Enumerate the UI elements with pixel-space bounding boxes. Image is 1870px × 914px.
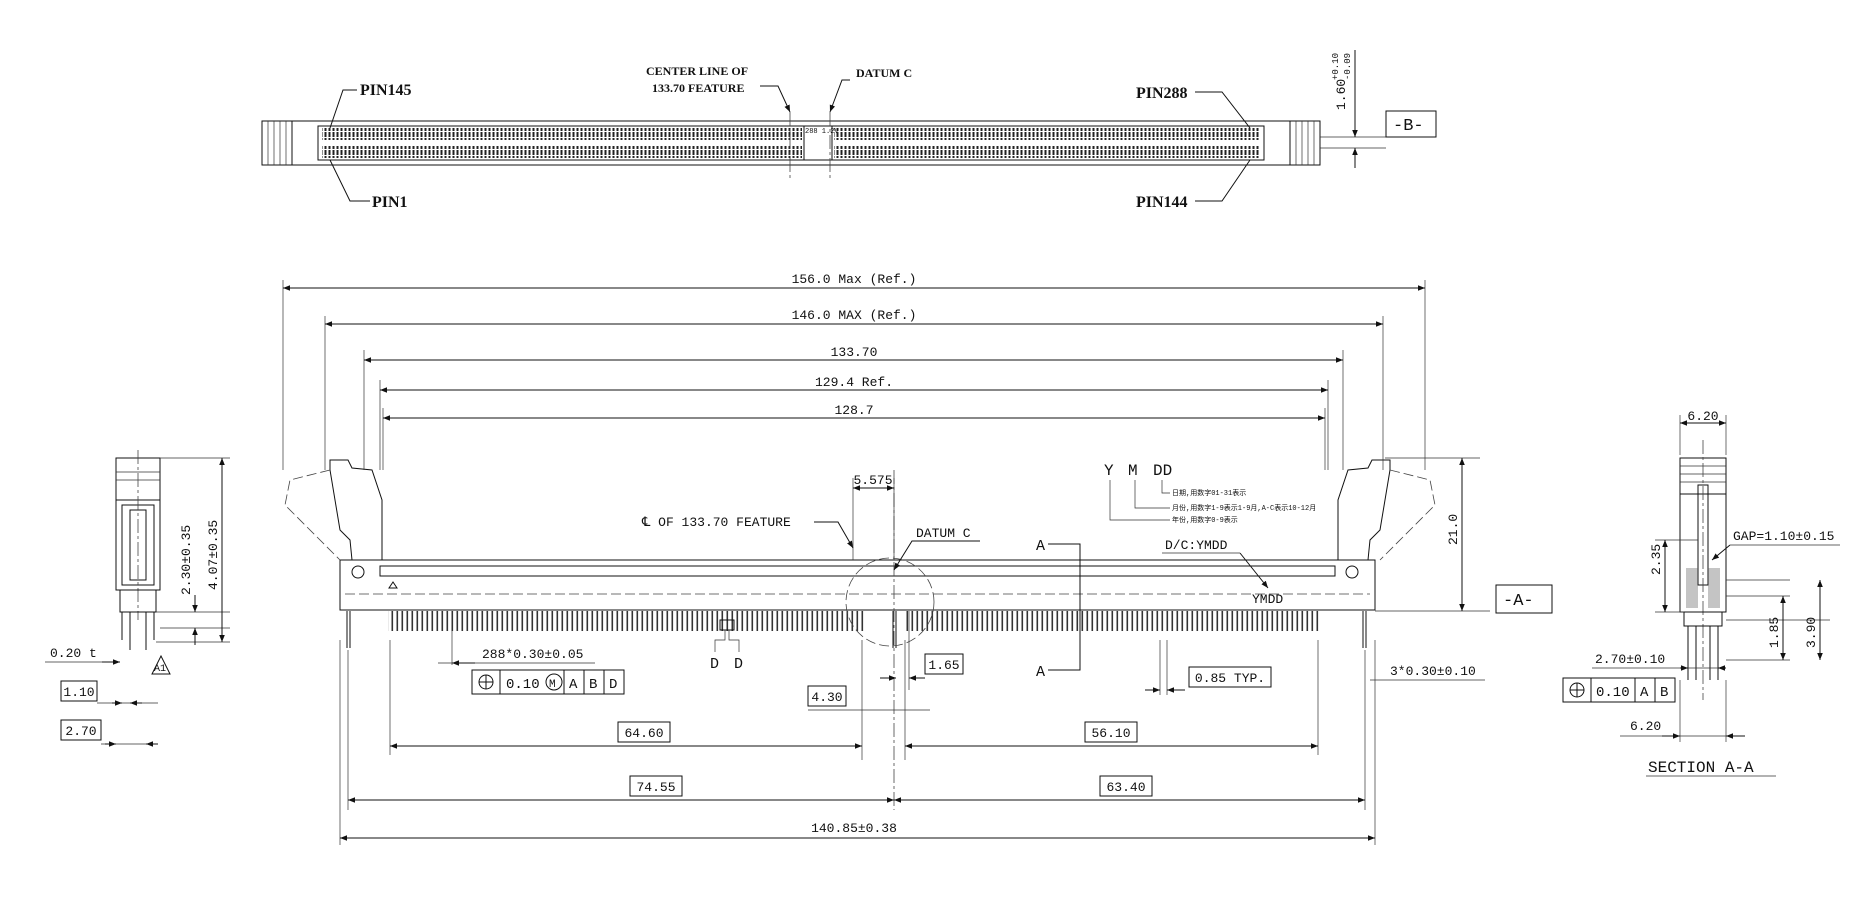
section-tol-ref-b: B (1660, 685, 1668, 701)
dim-74-55-label: 74.55 (636, 780, 675, 795)
tolerance-frame-front: 0.10 M A B D (471, 669, 625, 695)
center-line-label-1: CENTER LINE OF (646, 64, 748, 78)
top-connector-body (261, 120, 1321, 166)
dim-64-60-label: 64.60 (624, 726, 663, 741)
section-title: SECTION A-A (1648, 759, 1754, 777)
pin288-label: PIN288 (1136, 85, 1188, 102)
dim-128-7-label: 128.7 (834, 403, 873, 418)
top-view: 288 1.2V PIN145 PIN1 PIN288 PIN144 CENTE… (261, 50, 1437, 211)
pin-row-right (905, 611, 1320, 631)
date-code-y: Y (1104, 462, 1114, 480)
datum-b-label: -B- (1393, 117, 1424, 136)
right-hole (1345, 565, 1359, 579)
section-dim-6-20-bottom: 6.20 (1630, 719, 1661, 734)
thickness-value: 1.60 (1334, 79, 1349, 110)
side-dim-2-70-label: 2.70 (65, 724, 96, 739)
ymdd-marking: YMDD (1252, 592, 1283, 607)
dim-140-85-label: 140.85±0.38 (811, 821, 897, 836)
top-datum-c-label: DATUM C (856, 66, 912, 80)
section-mark-bottom: A (1036, 664, 1045, 681)
pin1-label: PIN1 (372, 194, 408, 211)
dim-0-85-label: 0.85 TYP. (1195, 671, 1265, 686)
thickness-tol-minus: -0.09 (1343, 53, 1353, 80)
revision-triangle (151, 654, 171, 675)
datum-a-frame (1495, 584, 1553, 614)
center-mark-text: 288 1.2V (805, 128, 839, 136)
side-dim-1-10-label: 1.10 (63, 685, 94, 700)
cl-feature-label: ℄ OF 133.70 FEATURE (641, 515, 791, 530)
date-code-dd: DD (1153, 462, 1172, 480)
center-line-label-2: 133.70 FEATURE (652, 81, 744, 95)
dim-5-575-label: 5.575 (853, 473, 892, 488)
date-note-y: 年份,用数字0-9表示 (1172, 515, 1238, 525)
date-note-dd: 日期,用数字01-31表示 (1172, 488, 1246, 498)
section-mark-top: A (1036, 538, 1045, 555)
section-dim-3-90: 3.90 (1804, 617, 1819, 648)
section-dim-2-70: 2.70±0.10 (1595, 652, 1665, 667)
section-view: 6.20 GAP=1.10±0.15 2.35 1.85 3.90 2.70±0… (1562, 409, 1840, 777)
pin144-label: PIN144 (1136, 194, 1188, 211)
datum-b-frame (1385, 110, 1437, 138)
pin145-label: PIN145 (360, 82, 412, 99)
left-latch (329, 459, 383, 561)
date-note-m: 月份,用数字1-9表示1-9月,A-C表示10-12月 (1172, 503, 1316, 513)
side-view: 2.30±0.35 4.07±0.35 0.20 t A1 1.10 2.70 (45, 450, 230, 747)
front-connector-body (339, 559, 1376, 611)
tol-ref-d: D (609, 677, 617, 693)
date-code-m: M (1128, 462, 1138, 480)
front-view: 156.0 Max (Ref.) 146.0 MAX (Ref.) 133.70… (282, 272, 1553, 845)
thickness-tol-plus: +0.10 (1331, 53, 1341, 80)
dim-156-label: 156.0 Max (Ref.) (792, 272, 917, 287)
dim-146-label: 146.0 MAX (Ref.) (792, 308, 917, 323)
pins-spec-label: 288*0.30±0.05 (482, 647, 583, 662)
section-dim-2-35: 2.35 (1649, 544, 1664, 575)
front-datum-c-label: DATUM C (916, 526, 971, 541)
dim-0-20-label: 0.20 t (50, 646, 97, 661)
section-dim-6-20-top: 6.20 (1687, 409, 1718, 424)
tol-modifier: M (549, 679, 556, 691)
pin-row-left (388, 611, 864, 631)
tolerance-frame-section: 0.10 A B (1562, 677, 1676, 703)
left-hole (351, 565, 365, 579)
revision-tag: A1 (154, 664, 166, 675)
dim-129-4-label: 129.4 Ref. (815, 375, 893, 390)
section-tol-value: 0.10 (1596, 685, 1630, 701)
dim-1-65-label: 1.65 (928, 658, 959, 673)
dim-133-70-label: 133.70 (831, 345, 878, 360)
dim-4-30-label: 4.30 (811, 690, 842, 705)
gap-label: GAP=1.10±0.15 (1733, 529, 1834, 544)
section-dim-1-85: 1.85 (1767, 617, 1782, 648)
dc-label: D/C:YMDD (1165, 538, 1228, 553)
section-tol-ref-a: A (1640, 685, 1649, 701)
dim-2-30-label: 2.30±0.35 (179, 525, 194, 595)
tol-value: 0.10 (506, 677, 540, 693)
right-latch (1337, 459, 1391, 561)
pegs-spec-label: 3*0.30±0.10 (1390, 664, 1476, 679)
dim-4-07-label: 4.07±0.35 (206, 520, 221, 590)
datum-d-right: D (734, 656, 743, 673)
dim-21-label: 21.0 (1446, 514, 1461, 545)
key-detail-circle (845, 557, 935, 647)
datum-d-left: D (710, 656, 719, 673)
tol-ref-b: B (589, 677, 597, 693)
tol-ref-a: A (569, 677, 578, 693)
datum-a-label: -A- (1503, 592, 1534, 611)
dim-63-40-label: 63.40 (1106, 780, 1145, 795)
dim-56-10-label: 56.10 (1091, 726, 1130, 741)
